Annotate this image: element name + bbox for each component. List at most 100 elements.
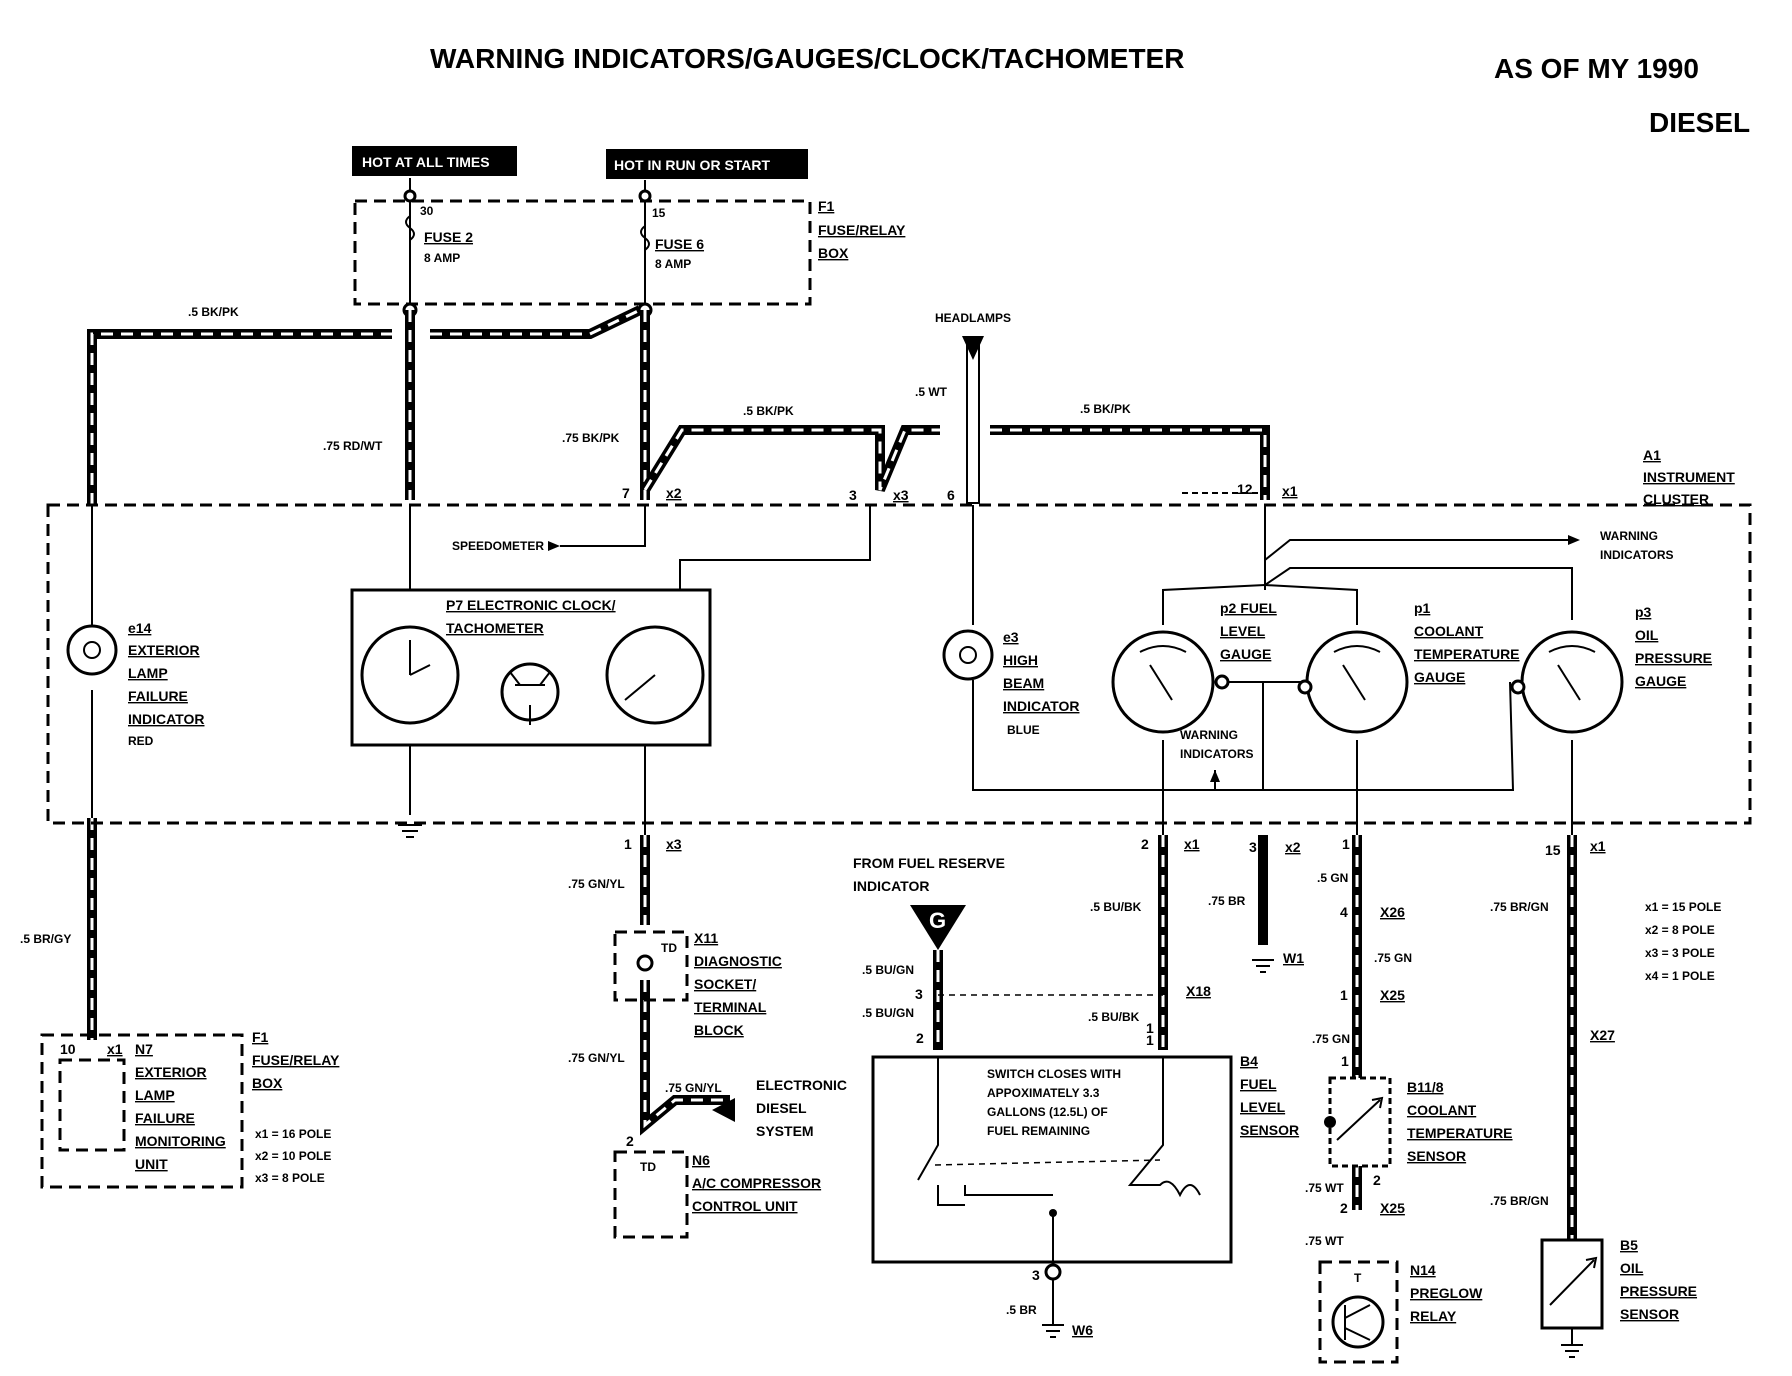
diagram-title: WARNING INDICATORS/GAUGES/CLOCK/TACHOMET…: [430, 43, 1184, 74]
x25a-label: X25: [1380, 987, 1405, 1003]
fuse2-label: FUSE 2: [424, 229, 473, 245]
b11-line1: COOLANT: [1407, 1102, 1477, 1118]
f1b-legend-x1: x1 = 16 POLE: [255, 1127, 331, 1141]
conn-x1-top: x1: [1282, 483, 1298, 499]
p3-line3: GAUGE: [1635, 673, 1686, 689]
p2-line3: GAUGE: [1220, 646, 1271, 662]
a1-line1: INSTRUMENT: [1643, 469, 1735, 485]
eds-arrow-icon: [712, 1098, 735, 1122]
x18-label: X18: [1186, 983, 1211, 999]
f1-code: F1: [818, 198, 835, 214]
b4-note-line2: APPOXIMATELY 3.3: [987, 1086, 1100, 1100]
b4-note-line1: SWITCH CLOSES WITH: [987, 1067, 1121, 1081]
x25b-pin: 2: [1340, 1200, 1348, 1216]
g-symbol-icon: [910, 905, 966, 950]
f1b-legend-x2: x2 = 10 POLE: [255, 1149, 331, 1163]
fuse6-symbol: [640, 225, 650, 251]
b4-line2: LEVEL: [1240, 1099, 1286, 1115]
e14-lamp-icon: [66, 624, 118, 676]
e14-line2: LAMP: [128, 665, 168, 681]
wire-label-br75: .75 BR: [1208, 894, 1246, 908]
b5-line2: PRESSURE: [1620, 1283, 1697, 1299]
w6-ground-icon: [1042, 1279, 1064, 1338]
wire-label-bugn1: .5 BU/GN: [862, 963, 914, 977]
p3-line2: PRESSURE: [1635, 650, 1712, 666]
wire-label-bkpk-right: .5 BK/PK: [1080, 402, 1131, 416]
b5-ground-icon: [1561, 1328, 1583, 1358]
n6-code: N6: [692, 1152, 710, 1168]
wire-label-bubk1: .5 BU/BK: [1090, 900, 1142, 914]
pin-15: 15: [1545, 842, 1561, 858]
eds-line3: SYSTEM: [756, 1123, 814, 1139]
n7-x1: x1: [107, 1041, 123, 1057]
wire-label-gn75a: .75 GN: [1374, 951, 1412, 965]
b4-line1: FUEL: [1240, 1076, 1277, 1092]
wire-label-brgn2: .75 BR/GN: [1490, 1194, 1549, 1208]
e3-line2: BEAM: [1003, 675, 1044, 691]
x11-diagnostic-socket: [613, 930, 689, 1002]
b11-pin-2: 2: [1373, 1172, 1381, 1188]
wire-label-brgy: .5 BR/GY: [20, 932, 71, 946]
pin-3-x2: 3: [1249, 839, 1257, 855]
warning-ind2-line1: WARNING: [1180, 728, 1238, 742]
wire-label-br5: .5 BR: [1006, 1303, 1037, 1317]
pin-15: 15: [652, 206, 666, 220]
n7-line1: EXTERIOR: [135, 1064, 207, 1080]
hot-in-run-tag: [606, 149, 808, 179]
x25b-label: X25: [1380, 1200, 1405, 1216]
conn-x2-top: x2: [666, 485, 682, 501]
n14-line1: PREGLOW: [1410, 1285, 1483, 1301]
headlamps-label: HEADLAMPS: [935, 311, 1011, 325]
b4-code: B4: [1240, 1053, 1258, 1069]
wire-label-wt75b: .75 WT: [1305, 1234, 1344, 1248]
b4-switch-circuit: [917, 1057, 1201, 1206]
wire-label-bugn2: .5 BU/GN: [862, 1006, 914, 1020]
conn-x2-bottom: x2: [1285, 839, 1301, 855]
n6-td: TD: [640, 1160, 656, 1174]
hot-at-all-times-tag: [352, 146, 517, 176]
b11-line3: SENSOR: [1407, 1148, 1466, 1164]
conn-x1-bottom: x1: [1184, 836, 1200, 852]
n14-preglow-relay: [1318, 1260, 1399, 1364]
fuel-reserve-line1: FROM FUEL RESERVE: [853, 855, 1005, 871]
x11-line3: TERMINAL: [694, 999, 767, 1015]
warning-ind-line1: WARNING: [1600, 529, 1658, 543]
x11-line2: SOCKET/: [694, 976, 756, 992]
b4-pin-3: 3: [1032, 1267, 1040, 1283]
f1-line2: BOX: [818, 245, 849, 261]
e3-line3: INDICATOR: [1003, 698, 1079, 714]
headlamps-arrow: [962, 336, 984, 360]
n6-pin-2: 2: [626, 1133, 634, 1149]
p7-line2: TACHOMETER: [446, 620, 544, 636]
x11-td: TD: [661, 941, 677, 955]
n14-line2: RELAY: [1410, 1308, 1457, 1324]
x25a-pin: 1: [1340, 987, 1348, 1003]
wire-label-rdwt: .75 RD/WT: [323, 439, 383, 453]
wire-label-bkpk-mid: .5 BK/PK: [743, 404, 794, 418]
p1-line3: GAUGE: [1414, 669, 1465, 685]
fuse-relay-box-top: [353, 199, 812, 306]
w1-label: W1: [1283, 950, 1304, 966]
n7-line2: LAMP: [135, 1087, 175, 1103]
pin-1-x3: 1: [624, 836, 632, 852]
wire-label-bkpk75: .75 BK/PK: [562, 431, 620, 445]
p3-line1: OIL: [1635, 627, 1659, 643]
f1-box-bottom: [40, 1033, 244, 1189]
p2-line2: LEVEL: [1220, 623, 1266, 639]
fuse2-amp: 8 AMP: [424, 251, 460, 265]
wire-label-wt75a: .75 WT: [1305, 1181, 1344, 1195]
conn-x1-oil: x1: [1590, 838, 1606, 854]
e14-line3: FAILURE: [128, 688, 188, 704]
n7-unit: [58, 1058, 126, 1152]
wire-label-brgn1: .75 BR/GN: [1490, 900, 1549, 914]
wire-wt: [966, 344, 980, 504]
eds-line2: DIESEL: [756, 1100, 807, 1116]
model-year: AS OF MY 1990: [1494, 53, 1699, 84]
e14-code: e14: [128, 620, 152, 636]
pin-7: 7: [622, 485, 630, 501]
conn-x3-bottom: x3: [666, 836, 682, 852]
f1-line1: FUSE/RELAY: [818, 222, 906, 238]
pin-12: 12: [1237, 481, 1253, 497]
legend-x1: x1 = 15 POLE: [1645, 900, 1721, 914]
b4-pin-2: 2: [916, 1030, 924, 1046]
